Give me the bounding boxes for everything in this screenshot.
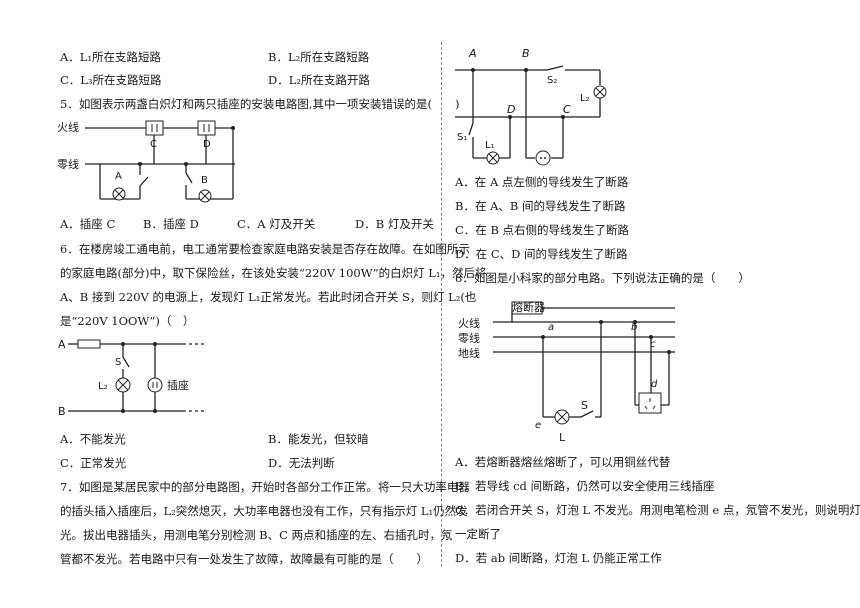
q7-line-3: 光。拔出电器插头，用测电笔分别检测 B、C 两点和插座的左、右插孔时，氖	[60, 528, 453, 542]
q8-ground-label: 地线	[458, 346, 480, 360]
q8-label-s: S	[581, 399, 588, 412]
q7-option-c: C．在 B 点右侧的导线发生了断路	[455, 223, 630, 237]
q6-label-l2: L₂	[98, 381, 108, 392]
q7-label-d: D	[507, 103, 515, 116]
q8-three-pin-socket	[638, 392, 662, 414]
q7-line-2: 的插头插入插座后，L₂突然熄灭，大功率电器也没有工作，只有指示灯 L₁仍然发	[60, 504, 468, 518]
q7-label-l2: L₂	[580, 93, 590, 104]
q7-option-a: A．在 A 点左侧的导线发生了断路	[455, 175, 629, 189]
q5-option-c: C．A 灯及开关	[237, 217, 316, 231]
q6-line-3: A、B 接到 220V 的电源上，发现灯 L₁正常发光。若此时闭合开关 S，则灯…	[60, 290, 477, 304]
q6-option-a: A．不能发光	[60, 432, 126, 446]
q8-circuit-figure: 熔断器 火线 零线 地线 a b c d L e S	[458, 300, 675, 444]
q7-line-4: 管都不发光。若电路中只有一处发生了故障，故障最有可能的是（ ）	[60, 552, 428, 566]
q5-stem: 5．如图表示两盏白炽灯和两只插座的安装电路图,其中一项安装错误的是( )	[60, 97, 460, 111]
q6-option-c: C．正常发光	[60, 456, 127, 470]
q6-circuit-figure: A B S L₂ 插座	[58, 338, 206, 418]
q7-label-c: C	[563, 103, 571, 116]
q7-label-a: A	[468, 47, 477, 60]
q5-neutral-label: 零线	[57, 157, 79, 171]
q5-option-d: D．B 灯及开关	[355, 217, 434, 231]
q5-option-a: A．插座 C	[60, 217, 116, 231]
q4-option-d: D．L₂所在支路开路	[268, 73, 370, 87]
q8-stem: 8．如图是小科家的部分电路。下列说法正确的是（ ）	[455, 271, 750, 285]
q8-label-d: d	[651, 379, 658, 390]
column-divider	[441, 42, 442, 567]
q6-option-b: B．能发光，但较暗	[268, 432, 369, 446]
q8-live-label: 火线	[458, 316, 480, 330]
q7-circuit-figure: A B S₂ L₂ C S₁ L₁ D	[455, 47, 607, 166]
q5-socket-d	[197, 120, 216, 136]
q5-label-d: D	[203, 139, 211, 150]
q6-socket-label: 插座	[167, 378, 189, 392]
q7-socket	[535, 150, 551, 166]
q5-label-c: C	[150, 139, 157, 150]
q7-option-d: D．在 C、D 间的导线发生了断路	[455, 247, 628, 261]
q6-line-2: 的家庭电路(部分)中，取下保险丝，在该处安装“220V 100W”的白炽灯 L₁…	[60, 266, 487, 280]
q5-option-b: B．插座 D	[143, 217, 199, 231]
q5-circuit-figure: 火线 零线 C D A B	[57, 120, 235, 203]
q7-label-s2: S₂	[547, 75, 557, 86]
q6-line-1: 6．在楼房竣工通电前，电工通常要检查家庭电路安装是否存在故障。在如图所示	[60, 242, 470, 256]
q6-label-a: A	[58, 338, 66, 351]
q8-option-c: C．若闭合开关 S，灯泡 L 不发光。用测电笔检测 e 点，氖管不发光，则说明灯…	[455, 503, 860, 517]
q7-label-s1: S₁	[457, 132, 467, 143]
q8-fuse-label: 熔断器	[512, 300, 545, 314]
q6-socket	[147, 377, 163, 393]
q6-fuse	[77, 339, 101, 349]
q5-label-a: A	[115, 171, 122, 182]
q7-option-b: B．在 A、B 间的导线发生了断路	[455, 199, 626, 213]
q8-option-c-cont: 一定断了	[455, 527, 501, 541]
q8-option-b: B．若导线 cd 间断路，仍然可以安全使用三线插座	[455, 479, 715, 493]
q8-label-a: a	[548, 322, 554, 333]
q8-label-l: L	[559, 431, 566, 444]
q5-socket-c	[145, 120, 164, 136]
q6-label-b: B	[58, 405, 66, 418]
q7-label-b: B	[522, 47, 530, 60]
q4-option-a: A．L₁所在支路短路	[60, 50, 162, 64]
q4-option-b: B．L₂所在支路短路	[268, 50, 370, 64]
q4-option-c: C．L₃所在支路短路	[60, 73, 162, 87]
q6-line-4: 是“220V 1OOW”)（ ）	[60, 314, 195, 328]
q8-neutral-label: 零线	[458, 331, 480, 345]
q8-label-c: c	[650, 339, 656, 350]
q8-option-d: D．若 ab 间断路，灯泡 L 仍能正常工作	[455, 551, 662, 565]
q5-label-b: B	[201, 175, 208, 186]
q7-label-l1: L₁	[485, 140, 495, 151]
q8-label-e: e	[535, 420, 541, 431]
q7-line-1: 7．如图是某居民家中的部分电路图，开始时各部分工作正常。将一只大功率电器	[60, 480, 470, 494]
q5-live-label: 火线	[57, 120, 79, 134]
q6-option-d: D．无法判断	[268, 456, 335, 470]
q8-option-a: A．若熔断器熔丝熔断了，可以用铜丝代替	[455, 455, 671, 469]
q6-label-s: S	[115, 357, 121, 368]
q8-label-b: b	[631, 322, 637, 333]
